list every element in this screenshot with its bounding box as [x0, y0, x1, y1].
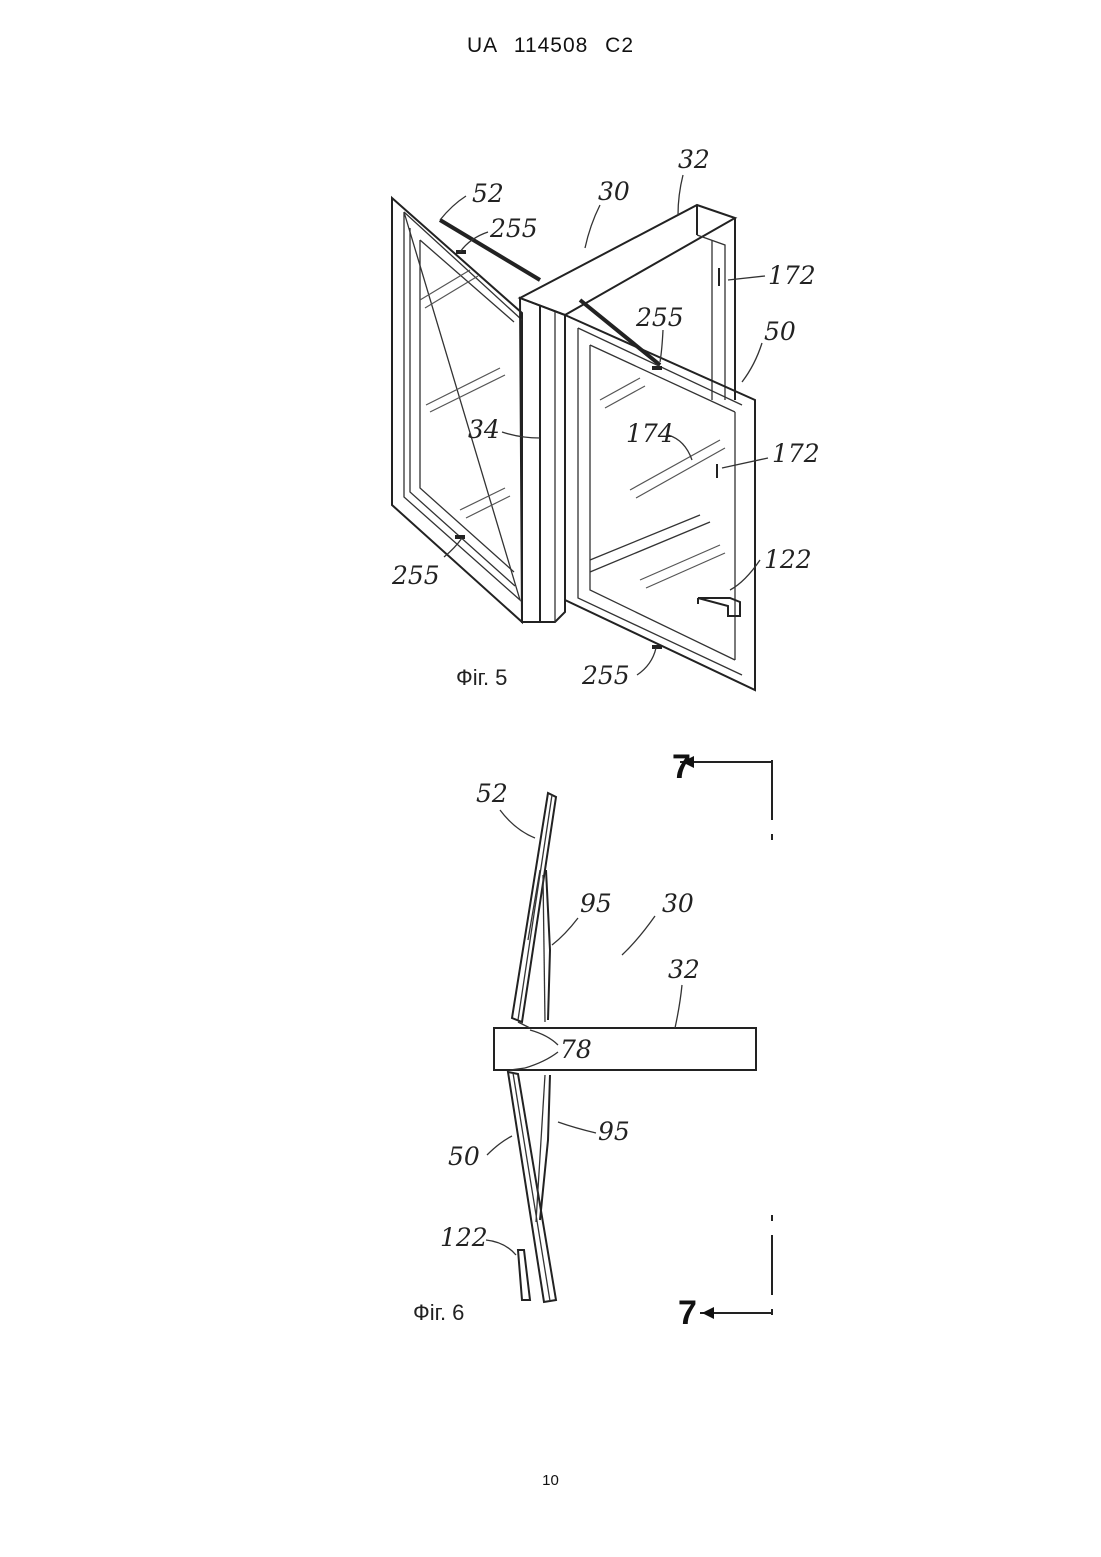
figure-5-caption: Фіг. 5	[456, 665, 507, 690]
fig5-label-52: 52	[472, 179, 504, 208]
fig5-label-32: 32	[678, 145, 710, 174]
fig5-label-172-top: 172	[768, 261, 816, 290]
fig6-section-marker-bottom: 7	[678, 1294, 697, 1332]
fig5-label-255-mid: 255	[635, 303, 684, 332]
page-number: 10	[0, 1472, 1101, 1489]
fig5-label-172-mid: 172	[772, 439, 820, 468]
fig5-label-30: 30	[598, 177, 630, 206]
fig6-label-95-top: 95	[580, 889, 612, 918]
fig6-label-122: 122	[440, 1223, 488, 1252]
fig5-label-122: 122	[764, 545, 812, 574]
fig5-label-174: 174	[626, 419, 674, 448]
fig6-section-marker-top: 7	[672, 748, 691, 786]
fig6-label-52: 52	[476, 779, 508, 808]
fig5-label-255-left: 255	[391, 561, 440, 590]
fig6-label-95-bottom: 95	[598, 1117, 630, 1146]
fig6-label-78: 78	[560, 1035, 592, 1064]
fig5-label-50: 50	[764, 317, 796, 346]
figure-5-drawing	[392, 175, 768, 690]
fig6-label-30: 30	[662, 889, 694, 918]
fig5-label-34: 34	[468, 415, 500, 444]
fig6-label-32: 32	[668, 955, 700, 984]
fig5-label-255-top: 255	[489, 214, 538, 243]
fig6-label-50: 50	[448, 1142, 480, 1171]
figure-6-caption: Фіг. 6	[413, 1300, 464, 1325]
fig5-label-255-bottom: 255	[581, 661, 630, 690]
figure-6-drawing	[486, 756, 772, 1327]
